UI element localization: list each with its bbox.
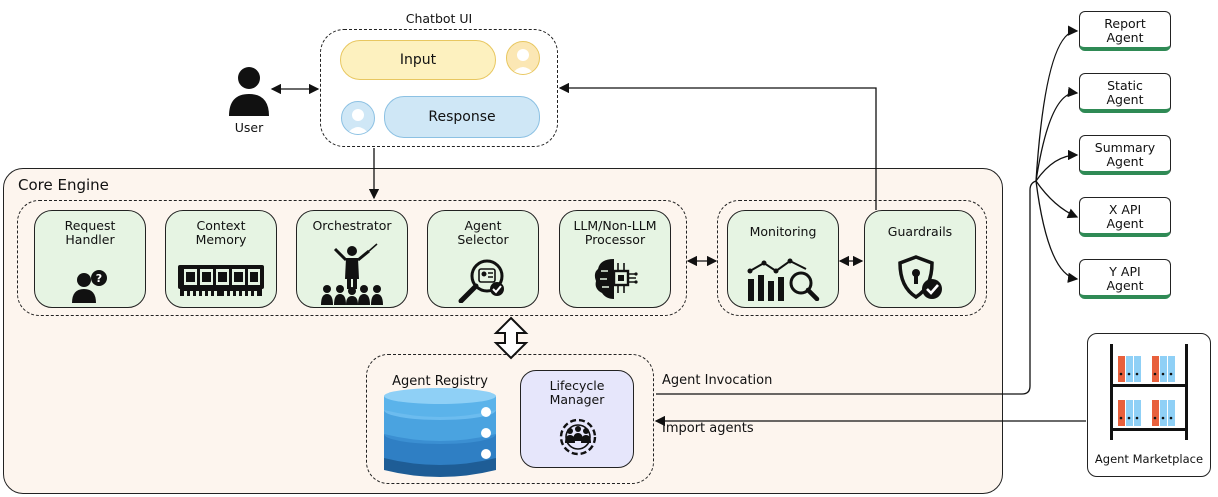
chat-input-field[interactable]: Input (340, 40, 496, 80)
lifecycle-manager-card: Lifecycle Manager (520, 370, 634, 468)
agent-marketplace-label: Agent Marketplace (1094, 452, 1204, 466)
bot-avatar (341, 101, 375, 135)
user-label: User (234, 120, 264, 135)
agent-selector-label: Agent Selector (457, 218, 509, 247)
request-handler-label: Request Handler (64, 218, 116, 247)
x-api-agent-card: X API Agent (1079, 197, 1171, 237)
agent-selector-card: Agent Selector (427, 210, 539, 308)
report-agent-card: Report Agent (1079, 11, 1171, 51)
chart-search-icon (747, 258, 820, 301)
profile-search-icon (458, 259, 504, 303)
context-memory-card: Context Memory (165, 210, 277, 308)
shield-check-icon (898, 255, 942, 300)
context-memory-label: Context Memory (195, 218, 247, 247)
database-icon (384, 388, 496, 477)
user-question-icon: ? (72, 270, 107, 303)
core-components-group (17, 200, 687, 316)
user-icon (226, 64, 272, 118)
guardrails-card: Guardrails (864, 210, 976, 308)
import-agents-label: Import agents (662, 421, 754, 436)
llm-processor-label: LLM/Non-LLM Processor (573, 218, 657, 247)
request-handler-card: Request Handler ? (34, 210, 146, 308)
agent-marketplace-card: Agent Marketplace (1087, 333, 1211, 477)
conductor-icon (321, 243, 383, 305)
monitoring-group (717, 200, 987, 316)
shelf-icon (1110, 344, 1188, 440)
chat-response-bubble: Response (384, 96, 540, 138)
lifecycle-manager-label: Lifecycle Manager (549, 378, 605, 407)
agent-invocation-label: Agent Invocation (662, 373, 773, 388)
team-gear-icon (559, 418, 597, 456)
summary-agent-card: Summary Agent (1079, 135, 1171, 175)
agent-registry-label: Agent Registry (392, 374, 488, 389)
chatbot-ui-title: Chatbot UI (405, 11, 473, 26)
guardrails-label: Guardrails (887, 224, 953, 239)
chat-response-label: Response (428, 109, 496, 125)
monitoring-card: Monitoring (727, 210, 839, 308)
ram-chip-icon (178, 265, 264, 296)
orchestrator-label: Orchestrator (312, 218, 392, 233)
user-avatar (506, 41, 540, 75)
ai-brain-chip-icon (594, 259, 638, 299)
monitoring-label: Monitoring (749, 224, 817, 239)
static-agent-card: Static Agent (1079, 73, 1171, 113)
svg-text:?: ? (96, 272, 102, 285)
orchestrator-card: Orchestrator (296, 210, 408, 308)
y-api-agent-card: Y API Agent (1079, 259, 1171, 299)
llm-processor-card: LLM/Non-LLM Processor (559, 210, 671, 308)
core-engine-title: Core Engine (18, 176, 109, 194)
chat-input-label: Input (399, 52, 437, 68)
